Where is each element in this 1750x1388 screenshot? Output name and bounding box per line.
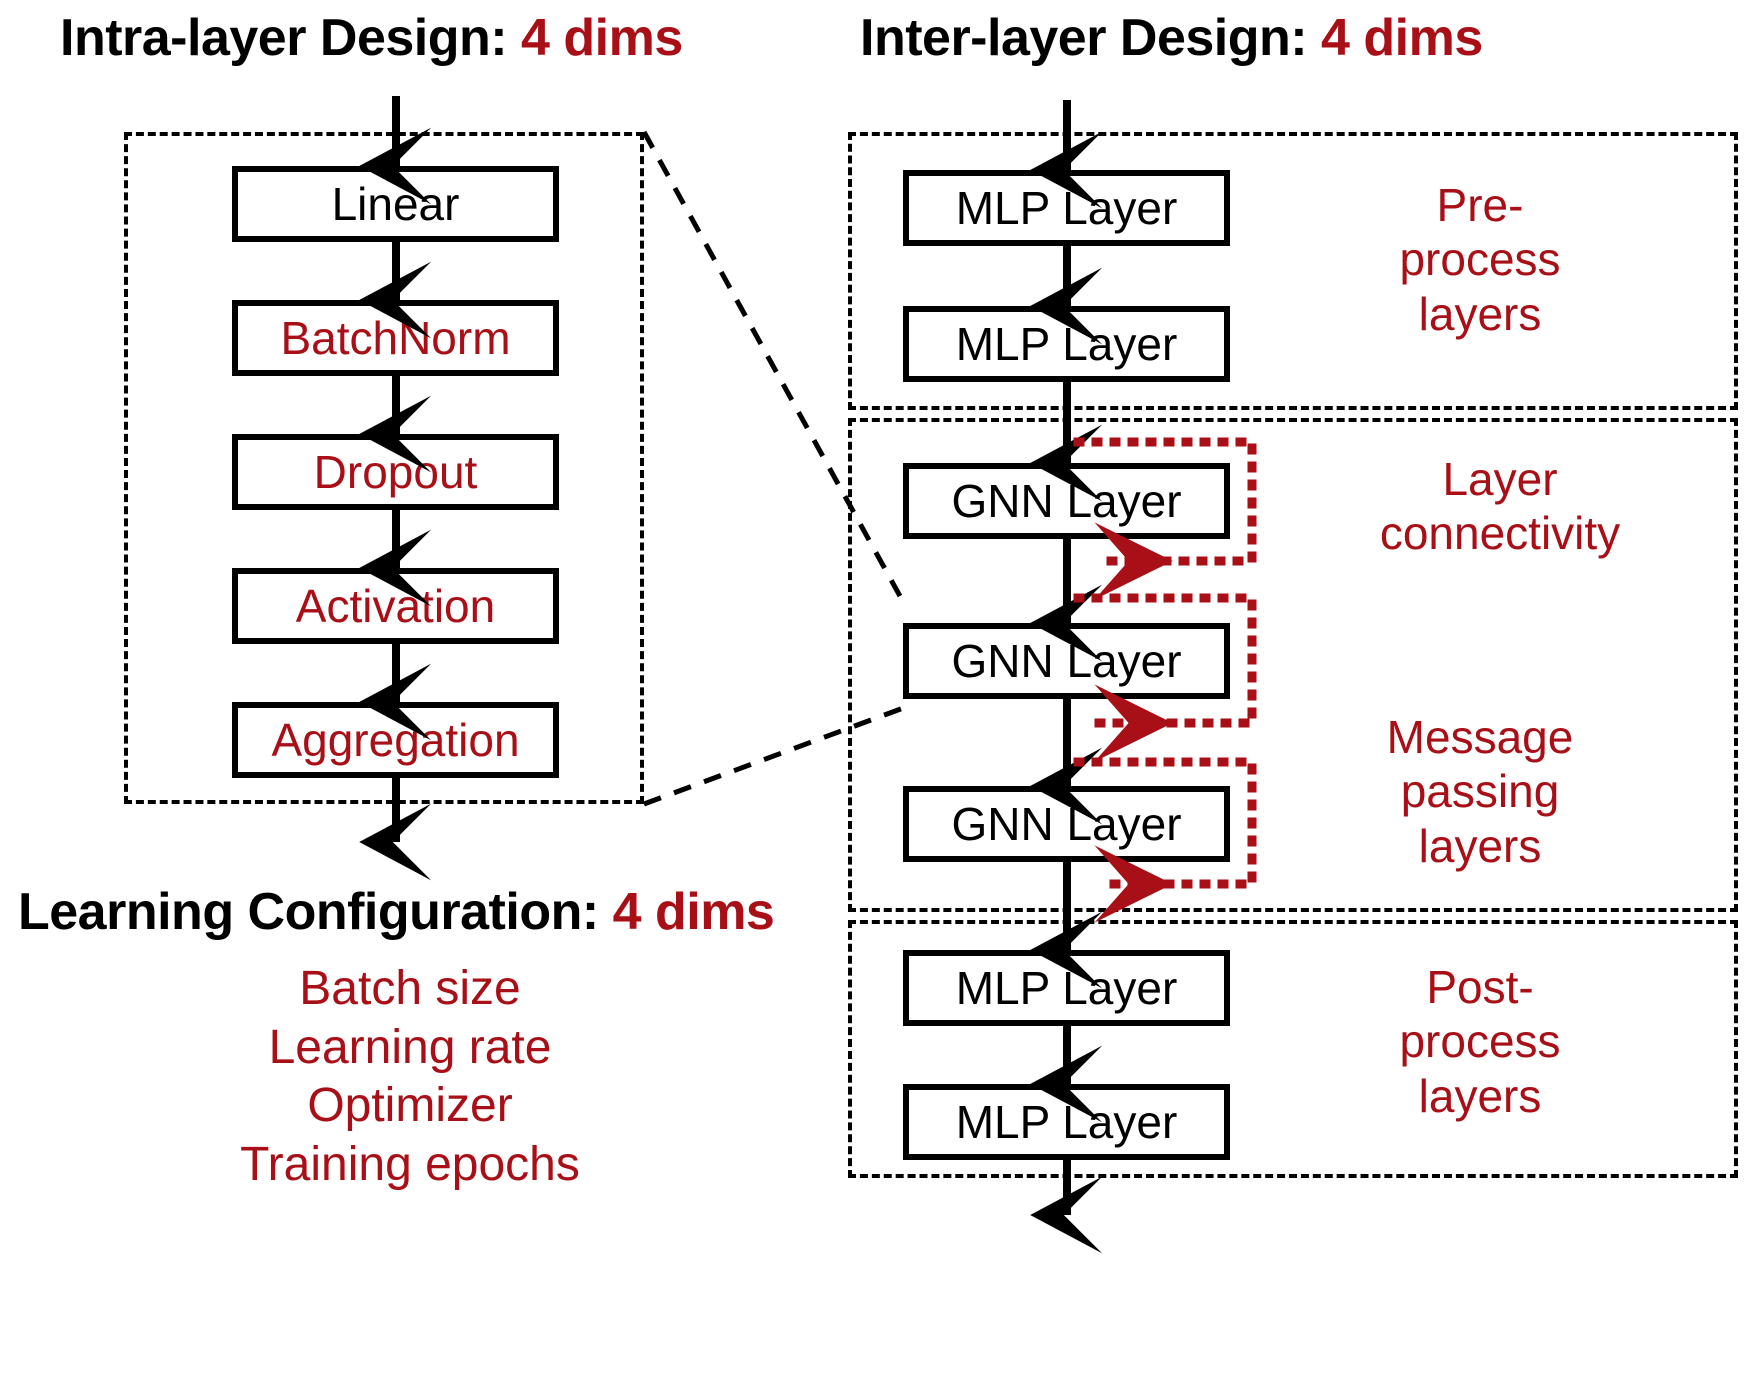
inter-group-messagepassing-label: Message passing layers: [1386, 711, 1574, 872]
inter-layer-title-text: Inter-layer Design:: [860, 9, 1322, 67]
inter-node-mlp-2[interactable]: MLP Layer: [903, 306, 1230, 382]
intra-node-dropout-label: Dropout: [313, 446, 478, 498]
inter-node-mlp-1-label: MLP Layer: [955, 182, 1178, 234]
inter-node-gnn-2[interactable]: GNN Layer: [903, 623, 1230, 699]
learning-config-title-accent: 4 dims: [612, 883, 775, 941]
intra-node-activation[interactable]: Activation: [232, 568, 559, 644]
inter-node-mlp-4[interactable]: MLP Layer: [903, 1084, 1230, 1160]
inter-node-gnn-2-label: GNN Layer: [951, 635, 1182, 687]
inter-node-mlp-1[interactable]: MLP Layer: [903, 170, 1230, 246]
inter-group-connectivity-label: Layer connectivity: [1379, 453, 1621, 560]
inter-node-mlp-3[interactable]: MLP Layer: [903, 950, 1230, 1026]
page-title-learning-config: Learning Configuration: 4 dims: [18, 882, 775, 942]
intra-layer-title-accent: 4 dims: [521, 9, 683, 67]
learning-config-items: Batch size Learning rate Optimizer Train…: [240, 962, 580, 1191]
inter-group-postprocess-box: [848, 920, 1738, 1178]
intra-node-activation-label: Activation: [295, 580, 496, 632]
inter-node-gnn-1[interactable]: GNN Layer: [903, 463, 1230, 539]
intra-node-batchnorm-label: BatchNorm: [280, 312, 511, 364]
inter-group-messagepassing-box: [848, 418, 1738, 912]
page-title-inter-layer: Inter-layer Design: 4 dims: [860, 8, 1483, 68]
inter-node-mlp-2-label: MLP Layer: [955, 318, 1178, 370]
intra-node-aggregation[interactable]: Aggregation: [232, 702, 559, 778]
inter-node-mlp-3-label: MLP Layer: [955, 962, 1178, 1014]
intra-node-aggregation-label: Aggregation: [271, 714, 520, 766]
intra-node-linear-label: Linear: [331, 178, 460, 230]
inter-group-preprocess-label: Pre- process layers: [1399, 179, 1561, 340]
inter-node-gnn-1-label: GNN Layer: [951, 475, 1182, 527]
inter-layer-title-accent: 4 dims: [1321, 9, 1483, 67]
learning-config-title-text: Learning Configuration:: [18, 883, 613, 941]
intra-node-dropout[interactable]: Dropout: [232, 434, 559, 510]
intra-layer-title-text: Intra-layer Design:: [60, 9, 522, 67]
inter-node-mlp-4-label: MLP Layer: [955, 1096, 1178, 1148]
page-title-intra-layer: Intra-layer Design: 4 dims: [60, 8, 683, 68]
inter-group-postprocess-label: Post- process layers: [1399, 961, 1561, 1122]
inter-node-gnn-3[interactable]: GNN Layer: [903, 786, 1230, 862]
intra-node-batchnorm[interactable]: BatchNorm: [232, 300, 559, 376]
intra-node-linear[interactable]: Linear: [232, 166, 559, 242]
inter-node-gnn-3-label: GNN Layer: [951, 798, 1182, 850]
